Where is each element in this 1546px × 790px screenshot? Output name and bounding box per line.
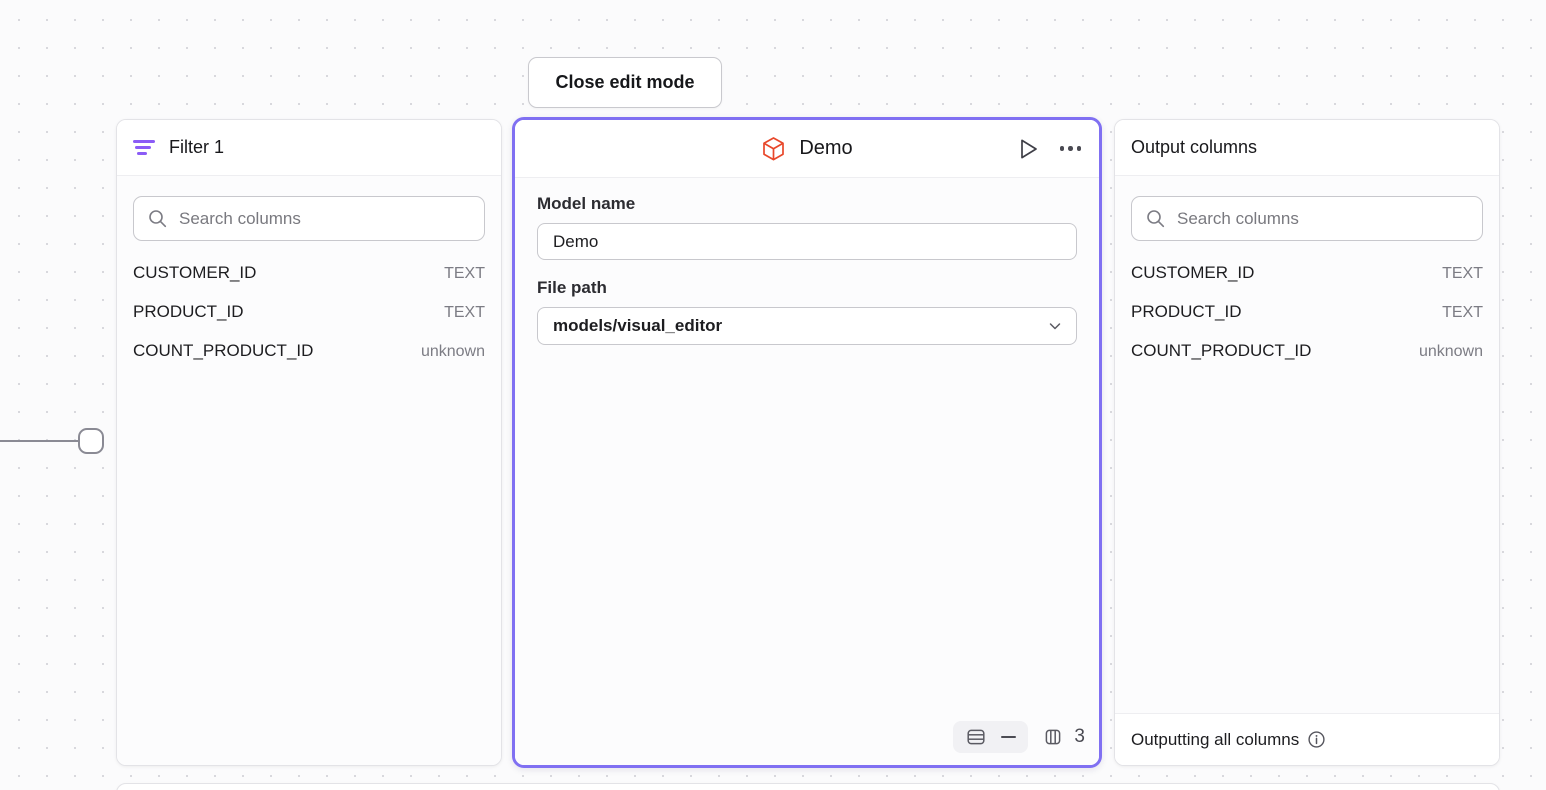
search-icon <box>149 210 167 228</box>
output-columns-panel[interactable]: Output columns Search columns CUSTOMER_I… <box>1114 119 1500 766</box>
output-search-wrap: Search columns <box>1131 196 1483 241</box>
filter-column-list: CUSTOMER_ID TEXT PRODUCT_ID TEXT COUNT_P… <box>133 261 485 378</box>
model-header-actions <box>1017 120 1084 177</box>
play-icon[interactable] <box>1017 137 1040 161</box>
output-footer: Outputting all columns <box>1115 713 1499 765</box>
filter-panel[interactable]: Filter 1 Search columns CUSTOMER_ID TEXT <box>116 119 502 766</box>
column-name: COUNT_PRODUCT_ID <box>1131 341 1312 360</box>
column-name: CUSTOMER_ID <box>133 263 257 282</box>
output-panel-body: Search columns CUSTOMER_ID TEXT PRODUCT_… <box>1115 176 1499 765</box>
output-column-list: CUSTOMER_ID TEXT PRODUCT_ID TEXT COUNT_P… <box>1131 261 1483 378</box>
output-footer-text: Outputting all columns <box>1131 729 1300 749</box>
connector-edge <box>0 440 82 442</box>
column-type: TEXT <box>1442 265 1483 282</box>
output-search-input[interactable]: Search columns <box>1131 196 1483 241</box>
output-search-placeholder: Search columns <box>1177 208 1299 228</box>
column-name: PRODUCT_ID <box>1131 302 1242 321</box>
filter-search-placeholder: Search columns <box>179 208 301 228</box>
list-item[interactable]: CUSTOMER_ID TEXT <box>133 261 485 300</box>
bottom-partial-panel[interactable] <box>116 783 1500 790</box>
filter-panel-title: Filter 1 <box>169 137 225 157</box>
list-item[interactable]: PRODUCT_ID TEXT <box>1131 300 1483 339</box>
filter-icon <box>133 140 155 155</box>
chevron-down-icon <box>1049 323 1061 330</box>
file-path-select[interactable]: models/visual_editor <box>537 307 1077 345</box>
list-item[interactable]: COUNT_PRODUCT_ID unknown <box>1131 339 1483 378</box>
connector-handle[interactable] <box>78 428 104 454</box>
list-item[interactable]: COUNT_PRODUCT_ID unknown <box>133 339 485 378</box>
model-panel-body: Model name Demo File path models/visual_… <box>515 178 1099 765</box>
model-panel-header: Demo <box>515 120 1099 178</box>
close-edit-mode-button[interactable]: Close edit mode <box>528 57 722 108</box>
output-panel-header: Output columns <box>1115 120 1499 176</box>
model-name-value: Demo <box>553 231 599 251</box>
column-name: PRODUCT_ID <box>133 302 244 321</box>
columns-icon <box>1046 729 1061 745</box>
filter-search-wrap: Search columns <box>133 196 485 241</box>
model-name-input[interactable]: Demo <box>537 223 1077 260</box>
rows-icon <box>967 729 985 745</box>
filter-panel-body: Search columns CUSTOMER_ID TEXT PRODUCT_… <box>117 176 501 765</box>
file-path-value: models/visual_editor <box>553 316 723 335</box>
filter-search-input[interactable]: Search columns <box>133 196 485 241</box>
ellipsis-icon[interactable] <box>1058 140 1084 157</box>
row-count-value <box>1001 735 1017 739</box>
column-count-group[interactable]: 3 <box>1042 726 1085 748</box>
column-name: CUSTOMER_ID <box>1131 263 1255 282</box>
model-title-group: Demo <box>761 136 853 162</box>
model-name-label: Model name <box>537 194 636 213</box>
column-name: COUNT_PRODUCT_ID <box>133 341 314 360</box>
column-count-value: 3 <box>1074 726 1085 747</box>
list-item[interactable]: CUSTOMER_ID TEXT <box>1131 261 1483 300</box>
filter-panel-header: Filter 1 <box>117 120 501 176</box>
column-type: unknown <box>420 343 485 360</box>
column-type: TEXT <box>444 304 485 321</box>
row-count-group[interactable] <box>953 721 1029 753</box>
column-type: TEXT <box>1442 304 1483 321</box>
close-edit-mode-label: Close edit mode <box>555 72 695 92</box>
list-item[interactable]: PRODUCT_ID TEXT <box>133 300 485 339</box>
model-panel-title: Demo <box>799 137 853 159</box>
model-form: Model name Demo File path models/visual_… <box>515 178 1099 345</box>
model-panel[interactable]: Demo Model name Demo File path models <box>512 117 1102 768</box>
cube-icon <box>763 136 785 160</box>
file-path-label: File path <box>537 278 607 297</box>
model-footer: 3 <box>953 721 1085 753</box>
column-type: TEXT <box>444 265 485 282</box>
search-icon <box>1147 210 1165 228</box>
output-panel-title: Output columns <box>1131 137 1258 157</box>
info-icon[interactable] <box>1307 730 1326 749</box>
column-type: unknown <box>1418 343 1483 360</box>
